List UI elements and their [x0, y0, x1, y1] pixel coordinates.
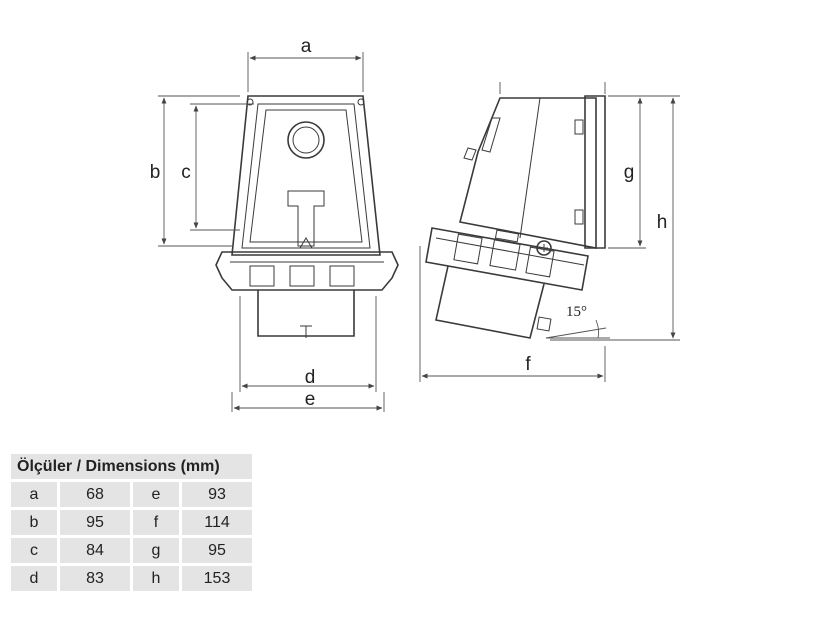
dimension-label: h — [133, 566, 179, 591]
dimension-label: e — [133, 482, 179, 507]
cable-entry-icon — [287, 121, 325, 159]
dimension-label: d — [11, 566, 57, 591]
dimension-label: a — [11, 482, 57, 507]
dim-label-f: f — [525, 354, 531, 375]
dimension-value: 83 — [60, 566, 130, 591]
dimension-value: 95 — [182, 538, 252, 563]
side-dimensions: f g h — [419, 82, 680, 382]
front-dimensions: a b c d e — [150, 36, 385, 412]
dimension-label: f — [133, 510, 179, 535]
dimension-value: 68 — [60, 482, 130, 507]
dimension-value: 93 — [182, 482, 252, 507]
dimension-value: 95 — [60, 510, 130, 535]
dim-label-b: b — [150, 162, 161, 183]
angle-label: 15° — [566, 304, 587, 320]
dim-label-g: g — [624, 162, 635, 183]
dimension-value: 114 — [182, 510, 252, 535]
table-row: b 95 f 114 — [11, 510, 252, 535]
dimension-label: c — [11, 538, 57, 563]
dimensions-table-header: Ölçüler / Dimensions (mm) — [11, 454, 252, 479]
dim-label-c: c — [181, 162, 191, 183]
table-row: a 68 e 93 — [11, 482, 252, 507]
dim-label-d: d — [305, 367, 316, 388]
dimensions-table-header-row: Ölçüler / Dimensions (mm) — [11, 454, 252, 479]
dimension-value: 84 — [60, 538, 130, 563]
dim-label-a: a — [301, 36, 312, 57]
dim-label-h: h — [657, 212, 668, 233]
dimension-value: 153 — [182, 566, 252, 591]
dimensions-table: Ölçüler / Dimensions (mm) a 68 e 93 b 95… — [8, 451, 255, 594]
table-row: d 83 h 153 — [11, 566, 252, 591]
front-view — [215, 95, 399, 338]
dim-label-e: e — [305, 389, 316, 410]
ground-screw-icon — [536, 240, 552, 256]
dimension-label: g — [133, 538, 179, 563]
side-view: 15° — [425, 95, 610, 339]
table-row: c 84 g 95 — [11, 538, 252, 563]
technical-drawing: a b c d e — [150, 36, 680, 412]
dimension-label: b — [11, 510, 57, 535]
